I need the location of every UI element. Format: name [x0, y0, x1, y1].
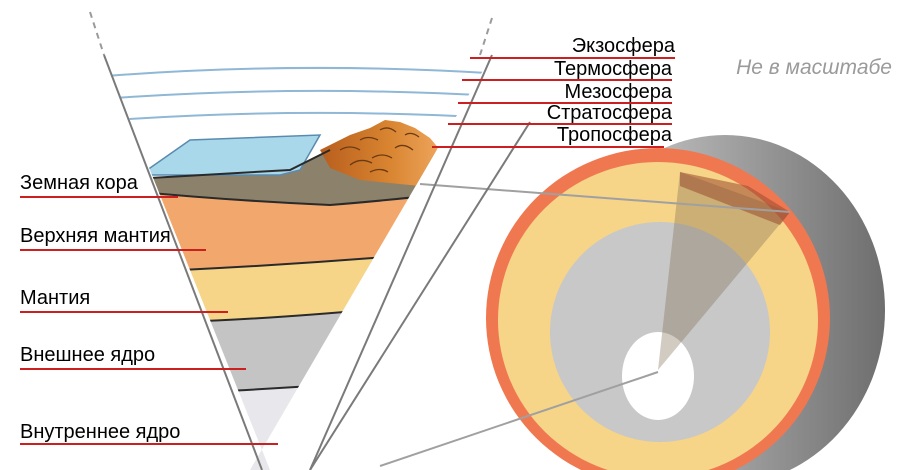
sphere-inner-core-hole	[622, 332, 694, 420]
label-exosphere: Экзосфера	[572, 35, 676, 57]
earth-sphere-cutaway	[379, 135, 885, 470]
atmosphere-labels: Экзосфера Термосфера Мезосфера Стратосфе…	[432, 35, 676, 148]
mesosphere-boundary	[104, 89, 492, 109]
connector-line-top	[419, 183, 791, 213]
sphere-wedge-highlight-crust	[680, 172, 790, 225]
connector-line-bottom	[379, 371, 659, 467]
mountain-ridges	[339, 127, 420, 173]
label-crust: Земная кора	[20, 172, 139, 194]
earth-layer-labels: Земная кора Верхняя мантия Мантия Внешне…	[20, 172, 278, 445]
ocean-layer	[137, 134, 322, 176]
sphere-wedge-highlight	[658, 172, 790, 370]
mountain-range	[320, 120, 445, 186]
thermosphere-boundary	[104, 66, 492, 87]
label-outer-core: Внешнее ядро	[20, 344, 155, 366]
label-thermosphere: Термосфера	[554, 58, 673, 80]
label-stratosphere: Стратосфера	[547, 102, 673, 124]
not-to-scale-note: Не в масштабе	[736, 56, 892, 79]
sphere-core-disc	[550, 222, 770, 442]
label-troposphere: Тропосфера	[557, 124, 673, 146]
label-mantle: Мантия	[20, 287, 90, 309]
label-mesosphere: Мезосфера	[565, 81, 673, 103]
label-inner-core: Внутреннее ядро	[20, 421, 180, 443]
stratosphere-boundary	[104, 111, 492, 131]
label-upper-mantle: Верхняя мантия	[20, 225, 171, 247]
